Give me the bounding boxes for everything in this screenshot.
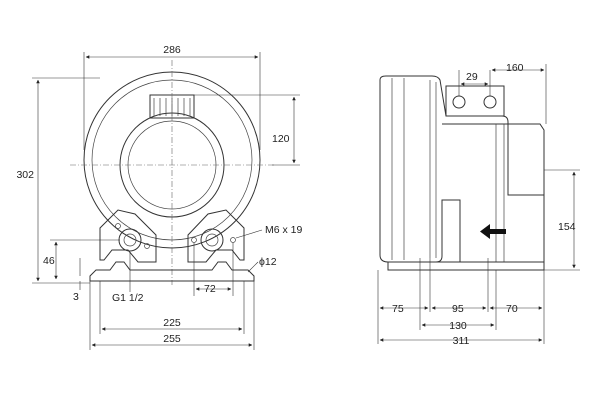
front-bolt-hole [191,237,197,243]
front-left-bracket [99,209,157,263]
side-port [452,95,466,109]
front-bolt-hole [144,243,150,249]
dim-75-label: 75 [392,303,404,315]
dim-225-label: 225 [163,317,181,329]
side-view: 29 160 154 75 95 70 130 311 [377,62,580,347]
dim-46-label: 46 [43,255,55,267]
dim-160-label: 160 [506,62,524,74]
front-view: 286 302 120 46 3 G1 1/2 72 M6 x 19 ϕ12 [16,44,303,350]
front-port-flange [118,228,142,252]
dim-3-label: 3 [73,291,79,303]
dim-286-label: 286 [163,44,181,56]
front-bolt-hole [115,223,121,229]
side-port [483,95,497,109]
side-base-plate [387,261,545,271]
dim-95-label: 95 [452,303,464,315]
leader-line [247,261,259,273]
front-port-flange [200,228,224,252]
dim-port-thread-label: G1 1/2 [112,292,144,304]
dim-foot-hole-label: ϕ12 [259,256,277,268]
front-base-plate [89,261,255,282]
front-nozzle [149,94,195,119]
front-right-bracket [187,209,245,263]
dim-255-label: 255 [163,333,181,345]
front-port-bore [205,233,219,247]
side-port-block [445,85,505,117]
side-housing [379,75,545,263]
dim-154-label: 154 [558,221,576,233]
dim-bolt-label: M6 x 19 [265,224,303,236]
dim-72-label: 72 [204,283,216,295]
dim-70-label: 70 [506,303,518,315]
front-port-bore [123,233,137,247]
dim-302-label: 302 [16,169,34,181]
dim-29-label: 29 [466,71,478,83]
dim-311-label: 311 [453,335,470,347]
arrow-left-icon [480,224,506,239]
dim-130-label: 130 [449,320,467,332]
side-motor [442,123,545,195]
leader-line [235,229,263,239]
front-bolt-hole [230,237,236,243]
dim-120-label: 120 [272,133,290,145]
